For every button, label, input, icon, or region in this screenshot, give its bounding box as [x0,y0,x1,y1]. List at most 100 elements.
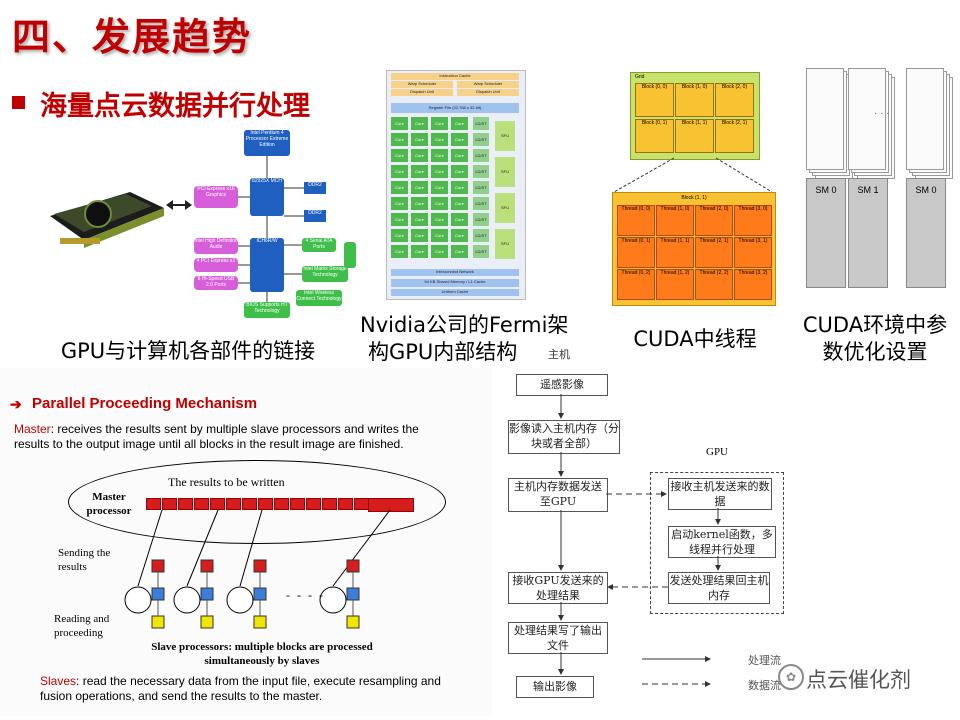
fermi-core-cell: Core [391,165,408,178]
slave-link-line [239,509,263,587]
fermi-ldst-cell: LD/ST [473,197,489,210]
master-key: Master [14,422,51,436]
slave-link-line [137,509,163,587]
thread-cell: Thread (3, 2) [734,269,772,300]
fermi-core-cell: Core [391,245,408,258]
side-connector-block [344,242,356,268]
slave-processor-circle [124,586,152,614]
ddr2-block-1: DDR2 [304,182,326,194]
slaves-text: : read the necessary data from the input… [40,674,441,703]
page-title: 四、发展趋势 [12,15,253,59]
results-label: The results to be written [168,475,285,489]
slave-processor-circle [226,586,254,614]
master-processor-label: Master processor [86,491,132,517]
slave-block-square [151,559,165,573]
flow-node-output-image: 输出影像 [516,676,594,698]
thread-cell: Thread (0, 0) [617,205,655,236]
graphics-card-image [40,178,168,250]
fermi-core-cell: Core [391,229,408,242]
fermi-core-cell: Core [411,133,428,146]
result-cell [210,498,225,510]
slave-block-square [346,587,360,601]
fermi-ldst-cell: LD/ST [473,245,489,258]
section-subtitle: 海量点云数据并行处理 [40,91,310,122]
slave-processors-graphic [124,509,391,629]
grid-block-cell: Block (2, 0) [715,83,754,117]
fermi-core-cell: Core [431,133,448,146]
fermi-core-cell: Core [391,133,408,146]
master-text: : receives the results sent by multiple … [14,422,419,451]
wechat-icon: ✿ [778,664,804,690]
grid-block-cell: Block (0, 1) [635,119,674,153]
master-description: Master: receives the results sent by mul… [14,422,454,452]
fermi-sfu-cell: SFU [495,157,515,187]
slave-block-square [200,615,214,629]
slaves-description: Slaves: read the necessary data from the… [40,674,460,704]
result-cell [226,498,241,510]
sm-card [906,68,944,170]
sending-label: Sending the results [58,547,111,573]
slave-processor-circle [173,586,201,614]
thread-cell: Thread (3, 1) [734,237,772,268]
slave-block-square [253,587,267,601]
fermi-core-cell: Core [451,133,468,146]
link-double-arrow-icon [166,196,192,210]
pcie-x1-block: 4 PCI Express x1 [194,258,238,272]
motherboard-links [238,156,304,302]
caption-cuda-thread: CUDA中线程 [633,327,757,351]
arrow-right-icon: ➔ [10,396,22,412]
flow-node-receive-results: 接收GPU发送来的处理结果 [508,572,608,604]
caption-cuda-env: CUDA环境中参 数优化设置 [790,312,960,366]
fermi-core-cell: Core [451,197,468,210]
fermi-sfu-cell: SFU [495,229,515,259]
fermi-core-cell: Core [431,197,448,210]
sm-label: SM 0 [806,178,846,288]
fermi-ldst-cell: LD/ST [473,181,489,194]
thread-cell: Thread (1, 1) [656,237,694,268]
fermi-core-cell: Core [391,117,408,130]
grid-block-cell: Block (1, 0) [675,83,714,117]
dispatch-unit-label-1: Dispatch Unit [391,89,453,96]
slave-block-square [346,559,360,573]
fermi-core-cell: Core [391,181,408,194]
motherboard-diagram: Intel Pentium 4 Processor Extreme Editio… [192,130,370,320]
caption-fermi-line1: Nvidia公司的Fermi架 [360,313,569,337]
ddr2-block-2: DDR2 [304,210,326,222]
fermi-core-cell: Core [451,181,468,194]
fermi-core-cell: Core [451,229,468,242]
fermi-core-cell: Core [391,197,408,210]
slave-link-line [186,509,219,587]
warp-scheduler-label-2: Warp Scheduler [457,81,519,88]
slave-block-square [200,559,214,573]
master-ellipse [68,460,446,544]
thread-cell: Thread (0, 2) [617,269,655,300]
fermi-core-cell: Core [431,117,448,130]
fermi-core-cell: Core [431,181,448,194]
results-bar [146,498,369,510]
result-cell [274,498,289,510]
bios-block: BIOS Supports HT Technology [244,302,290,318]
register-file-label: Register File (32,768 x 32-bit) [391,103,519,113]
fermi-core-cell: Core [431,245,448,258]
sm-card [806,68,844,170]
fermi-ldst-cell: LD/ST [473,117,489,130]
fermi-core-cell: Core [411,181,428,194]
pcie-graphics-block: PCI Express x16 Graphics [194,186,238,208]
fermi-core-cell: Core [431,149,448,162]
caption-cuda-env-line2: 数优化设置 [822,340,928,364]
fermi-core-cell: Core [451,245,468,258]
result-cell [290,498,305,510]
sm-label: SM 0 [906,178,946,288]
shared-memory-label: 64 KB Shared Memory / L1 Cache [391,279,519,287]
slave-block-square [253,559,267,573]
flow-node-send-back: 发送处理结果回主机内存 [668,572,770,604]
fermi-ldst-cell: LD/ST [473,229,489,242]
cuda-block-zoom: Block (1, 1) Thread (0, 0)Thread (1, 0)T… [612,192,776,306]
dispatch-unit-label-2: Dispatch Unit [457,89,519,96]
uniform-cache-label: Uniform Cache [391,289,519,296]
fermi-ldst-cell: LD/ST [473,165,489,178]
thread-cell: Thread (0, 1) [617,237,655,268]
usb-block: 8 Hi-Speed USB 2.0 Ports [194,276,238,290]
fermi-core-cell: Core [431,165,448,178]
